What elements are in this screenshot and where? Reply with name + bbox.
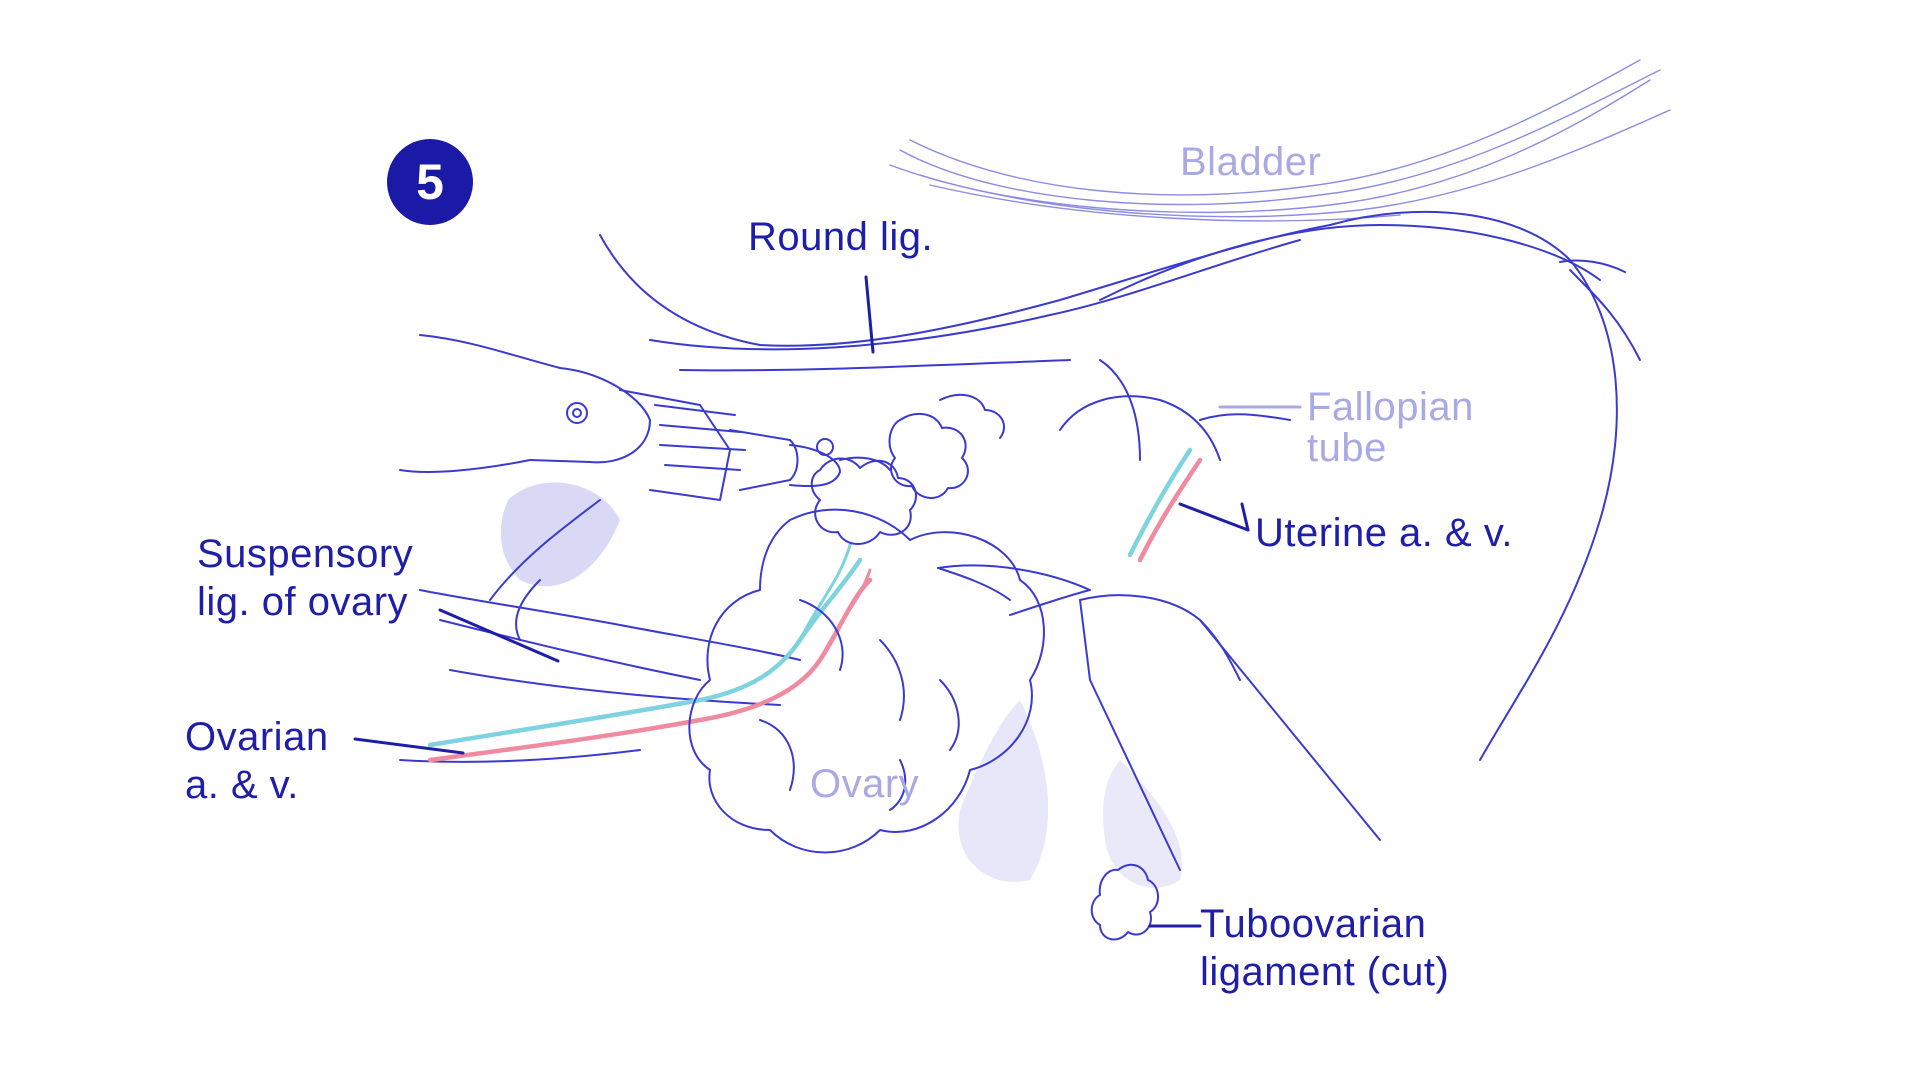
- vessels: [427, 447, 1203, 763]
- grasper-instrument: [399, 334, 891, 501]
- leader-ovarian: [353, 737, 465, 755]
- fimbria-clusters: [810, 393, 1159, 941]
- fallopian-tube: [1059, 359, 1291, 461]
- ovary-shape: [688, 508, 1045, 854]
- right-instrument: [937, 564, 1381, 871]
- label-fallopian-tube-line2: tube: [1307, 426, 1387, 470]
- leader-suspensory: [438, 608, 560, 663]
- leader-uterine-2: [1178, 502, 1250, 532]
- uterus-outline: [1329, 210, 1641, 761]
- step-number-badge: 5: [387, 139, 473, 225]
- label-ovary: Ovary: [810, 762, 920, 806]
- round-ligament-fold: [599, 224, 1601, 372]
- label-suspensory-lig-line1: Suspensory: [197, 532, 414, 576]
- label-suspensory-lig-line2: lig. of ovary: [197, 580, 409, 624]
- label-uterine-vessels: Uterine a. & v.: [1255, 511, 1513, 555]
- leader-uterine: [1240, 502, 1250, 532]
- label-bladder: Bladder: [1180, 140, 1322, 184]
- label-tuboovarian-line1: Tuboovarian: [1200, 902, 1427, 946]
- bladder-folds: [889, 59, 1671, 222]
- leader-lines: [353, 275, 1250, 928]
- broad-ligament-folds: [399, 499, 801, 763]
- leader-round-lig: [864, 275, 875, 354]
- tissue-shadows: [500, 482, 1182, 888]
- label-fallopian-tube-line1: Fallopian: [1307, 385, 1474, 429]
- label-tuboovarian-line2: ligament (cut): [1200, 950, 1450, 994]
- label-round-lig: Round lig.: [748, 215, 934, 259]
- label-ovarian-vessels-line1: Ovarian: [185, 715, 329, 759]
- label-ovarian-vessels-line2: a. & v.: [185, 763, 299, 807]
